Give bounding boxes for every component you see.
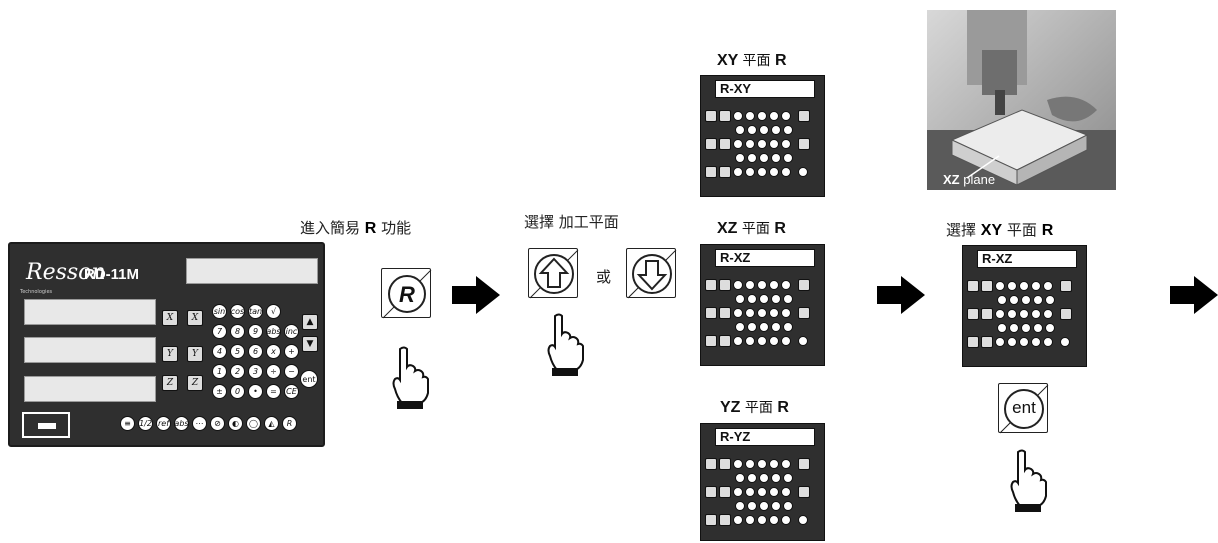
photo-caption: XZ plane xyxy=(943,172,996,187)
down-arrow-icon xyxy=(627,249,677,299)
function-key[interactable]: ⊘ xyxy=(210,416,225,431)
r-key-icon: R xyxy=(382,269,432,319)
keypad-key[interactable]: 8 xyxy=(230,324,245,339)
pointing-hand-icon xyxy=(547,313,584,376)
ent-key-icon xyxy=(999,384,1049,434)
mini-keypad xyxy=(705,279,810,350)
aux-display xyxy=(186,258,318,284)
brand-tagline: Technologies xyxy=(20,289,53,295)
keypad-key[interactable]: − xyxy=(284,364,299,379)
keypad-key[interactable]: 4 xyxy=(212,344,227,359)
function-key[interactable]: ◐ xyxy=(228,416,243,431)
ent-key[interactable]: ent xyxy=(300,370,318,388)
keypad-key[interactable]: ± xyxy=(212,384,227,399)
down-key-box[interactable] xyxy=(626,248,677,299)
keypad-key[interactable]: x xyxy=(266,344,281,359)
keypad-key[interactable]: 2 xyxy=(230,364,245,379)
z-axis-display xyxy=(24,376,156,402)
or-label: 或 xyxy=(596,268,612,286)
function-key[interactable]: ◭ xyxy=(264,416,279,431)
up-key-box[interactable] xyxy=(528,248,579,299)
mini-keypad xyxy=(705,458,810,529)
down-arrow-key[interactable]: ▼ xyxy=(302,336,318,352)
keypad-key[interactable]: 7 xyxy=(212,324,227,339)
x-zero-key[interactable]: X xyxy=(187,310,203,326)
keypad-key[interactable]: ÷ xyxy=(266,364,281,379)
step4-label: 選擇 XY 平面 R xyxy=(946,221,1054,239)
function-key[interactable]: ◯ xyxy=(246,416,261,431)
z-zero-key[interactable]: Z xyxy=(187,375,203,391)
plane-xz-title: XZ 平面 R xyxy=(717,220,786,237)
mini-display: R-XZ xyxy=(715,249,815,267)
mini-panel-xz: R-XZ xyxy=(700,244,825,366)
keypad-key[interactable]: sin xyxy=(212,304,227,319)
up-arrow-icon xyxy=(529,249,579,299)
plane-yz-title: YZ 平面 R xyxy=(720,399,789,416)
result-panel: R-XZ xyxy=(962,245,1087,367)
mini-display: R-YZ xyxy=(715,428,815,446)
arrow-right-icon xyxy=(877,276,925,314)
xz-plane-photo: XZ plane xyxy=(927,10,1116,190)
brand-logo: Resson xyxy=(26,260,106,285)
keypad-key[interactable]: 3 xyxy=(248,364,263,379)
model-label: RD-11M xyxy=(84,266,140,283)
x-key[interactable]: X xyxy=(162,310,178,326)
step2-label: 選擇 加工平面 xyxy=(524,213,619,231)
function-key[interactable]: ⋯ xyxy=(192,416,207,431)
keypad-key[interactable]: 1 xyxy=(212,364,227,379)
keypad-key[interactable]: CE xyxy=(284,384,299,399)
mini-display: R-XY xyxy=(715,80,815,98)
function-key[interactable]: ref xyxy=(156,416,171,431)
step1-label: 進入簡易 R 功能 xyxy=(300,219,412,237)
pointing-hand-icon xyxy=(1010,449,1047,512)
power-switch[interactable] xyxy=(22,412,70,438)
keypad-key[interactable]: 0 xyxy=(230,384,245,399)
pointing-hand-icon xyxy=(392,346,429,409)
z-key[interactable]: Z xyxy=(162,375,178,391)
y-key[interactable]: Y xyxy=(162,346,178,362)
up-arrow-key[interactable]: ▲ xyxy=(302,314,318,330)
keypad-key[interactable]: cos xyxy=(230,304,245,319)
plane-xy-title: XY 平面 R xyxy=(717,52,787,69)
mini-keypad xyxy=(705,110,810,181)
mini-panel-yz: R-YZ xyxy=(700,423,825,541)
function-key[interactable]: abs xyxy=(174,416,189,431)
arrow-right-icon xyxy=(452,276,500,314)
keypad-key[interactable]: 5 xyxy=(230,344,245,359)
keypad-key[interactable]: tan xyxy=(248,304,263,319)
function-key[interactable]: 1/2 xyxy=(138,416,153,431)
mini-keypad xyxy=(967,280,1072,351)
keypad-key[interactable]: inc xyxy=(284,324,299,339)
keypad-key[interactable]: √ xyxy=(266,304,281,319)
milling-machine-image xyxy=(927,10,1116,190)
result-display: R-XZ xyxy=(977,250,1077,268)
r-key-box[interactable]: R xyxy=(381,268,432,319)
ent-key-label: ent xyxy=(1012,398,1036,417)
svg-text:R: R xyxy=(399,282,415,307)
arrow-right-icon xyxy=(1170,276,1218,314)
keypad-key[interactable]: • xyxy=(248,384,263,399)
y-axis-display xyxy=(24,337,156,363)
x-axis-display xyxy=(24,299,156,325)
keypad-key[interactable]: + xyxy=(284,344,299,359)
function-key[interactable]: R xyxy=(282,416,297,431)
ent-key-box[interactable]: ent xyxy=(998,383,1049,434)
y-zero-key[interactable]: Y xyxy=(187,346,203,362)
mini-panel-xy: R-XY xyxy=(700,75,825,197)
keypad-key[interactable]: 6 xyxy=(248,344,263,359)
keypad-key[interactable]: abs xyxy=(266,324,281,339)
dro-panel: Resson Technologies RD-11M X X Y Y Z Z s… xyxy=(8,242,325,447)
keypad-key[interactable]: 9 xyxy=(248,324,263,339)
keypad-key[interactable]: = xyxy=(266,384,281,399)
function-key[interactable]: ≡ xyxy=(120,416,135,431)
